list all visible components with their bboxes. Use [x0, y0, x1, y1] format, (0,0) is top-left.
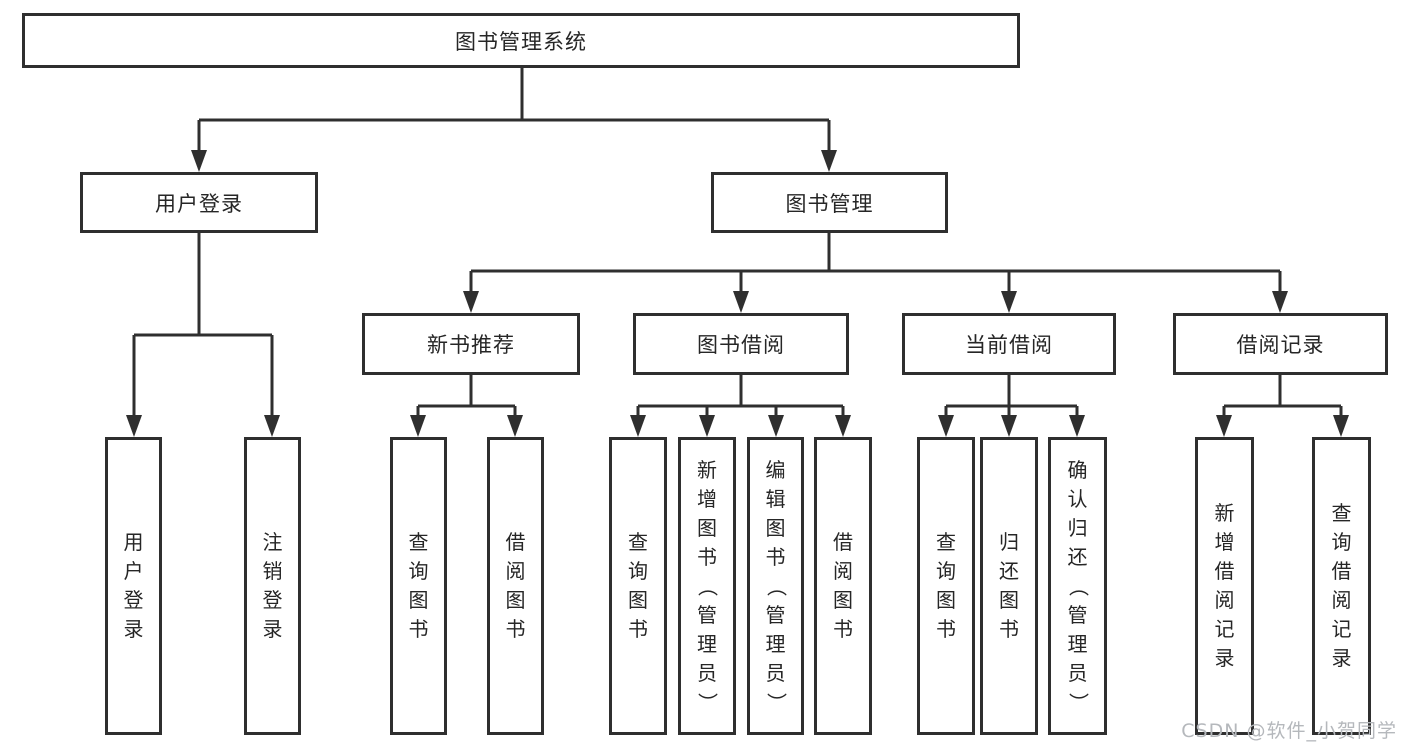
leaf-label: 查询图书 — [936, 530, 956, 641]
leaf-label: 借阅图书 — [833, 530, 853, 641]
leaf-borrow-books-recommend: 借阅图书 — [487, 437, 544, 735]
node-user-login: 用户登录 — [80, 172, 318, 233]
node-label: 新书推荐 — [427, 333, 515, 357]
leaf-logout: 注销登录 — [244, 437, 301, 735]
leaf-label: 编辑图书（管理员） — [764, 457, 788, 713]
leaf-label: 用户登录 — [123, 530, 144, 641]
node-label: 图书管理 — [785, 191, 874, 216]
leaf-add-borrow-record: 新增借阅记录 — [1195, 437, 1254, 735]
leaf-query-borrow-record: 查询借阅记录 — [1312, 437, 1371, 735]
leaf-label: 确认归还（管理员） — [1066, 457, 1090, 713]
leaf-label: 查询借阅记录 — [1331, 501, 1352, 670]
node-book-borrow: 图书借阅 — [633, 313, 849, 375]
leaf-user-login: 用户登录 — [105, 437, 162, 735]
leaf-query-books-current: 查询图书 — [917, 437, 975, 735]
node-label: 图书管理系统 — [455, 29, 587, 54]
node-label: 图书借阅 — [697, 333, 785, 357]
leaf-label: 查询图书 — [408, 530, 429, 641]
node-borrow-records: 借阅记录 — [1173, 313, 1388, 375]
leaf-return-books: 归还图书 — [980, 437, 1038, 735]
node-book-management: 图书管理 — [711, 172, 948, 233]
leaf-label: 新增图书（管理员） — [695, 457, 720, 713]
node-new-book-recommend: 新书推荐 — [362, 313, 580, 375]
leaf-add-books-admin: 新增图书（管理员） — [678, 437, 736, 735]
leaf-query-books-recommend: 查询图书 — [390, 437, 447, 735]
leaf-edit-books-admin: 编辑图书（管理员） — [747, 437, 804, 735]
leaf-label: 借阅图书 — [505, 530, 526, 641]
leaf-label: 归还图书 — [999, 530, 1019, 641]
leaf-query-books-borrow: 查询图书 — [609, 437, 667, 735]
leaf-label: 新增借阅记录 — [1214, 501, 1235, 670]
node-current-borrow: 当前借阅 — [902, 313, 1116, 375]
node-library-management-system: 图书管理系统 — [22, 13, 1020, 68]
csdn-watermark: CSDN @软件_小贺同学 — [1181, 720, 1397, 742]
leaf-label: 注销登录 — [262, 530, 283, 641]
node-label: 当前借阅 — [965, 333, 1053, 357]
leaf-label: 查询图书 — [628, 530, 648, 641]
node-label: 用户登录 — [155, 191, 243, 216]
arrowheads — [126, 150, 1349, 437]
node-label: 借阅记录 — [1236, 333, 1325, 357]
leaf-confirm-return-admin: 确认归还（管理员） — [1048, 437, 1107, 735]
leaf-borrow-books: 借阅图书 — [814, 437, 872, 735]
